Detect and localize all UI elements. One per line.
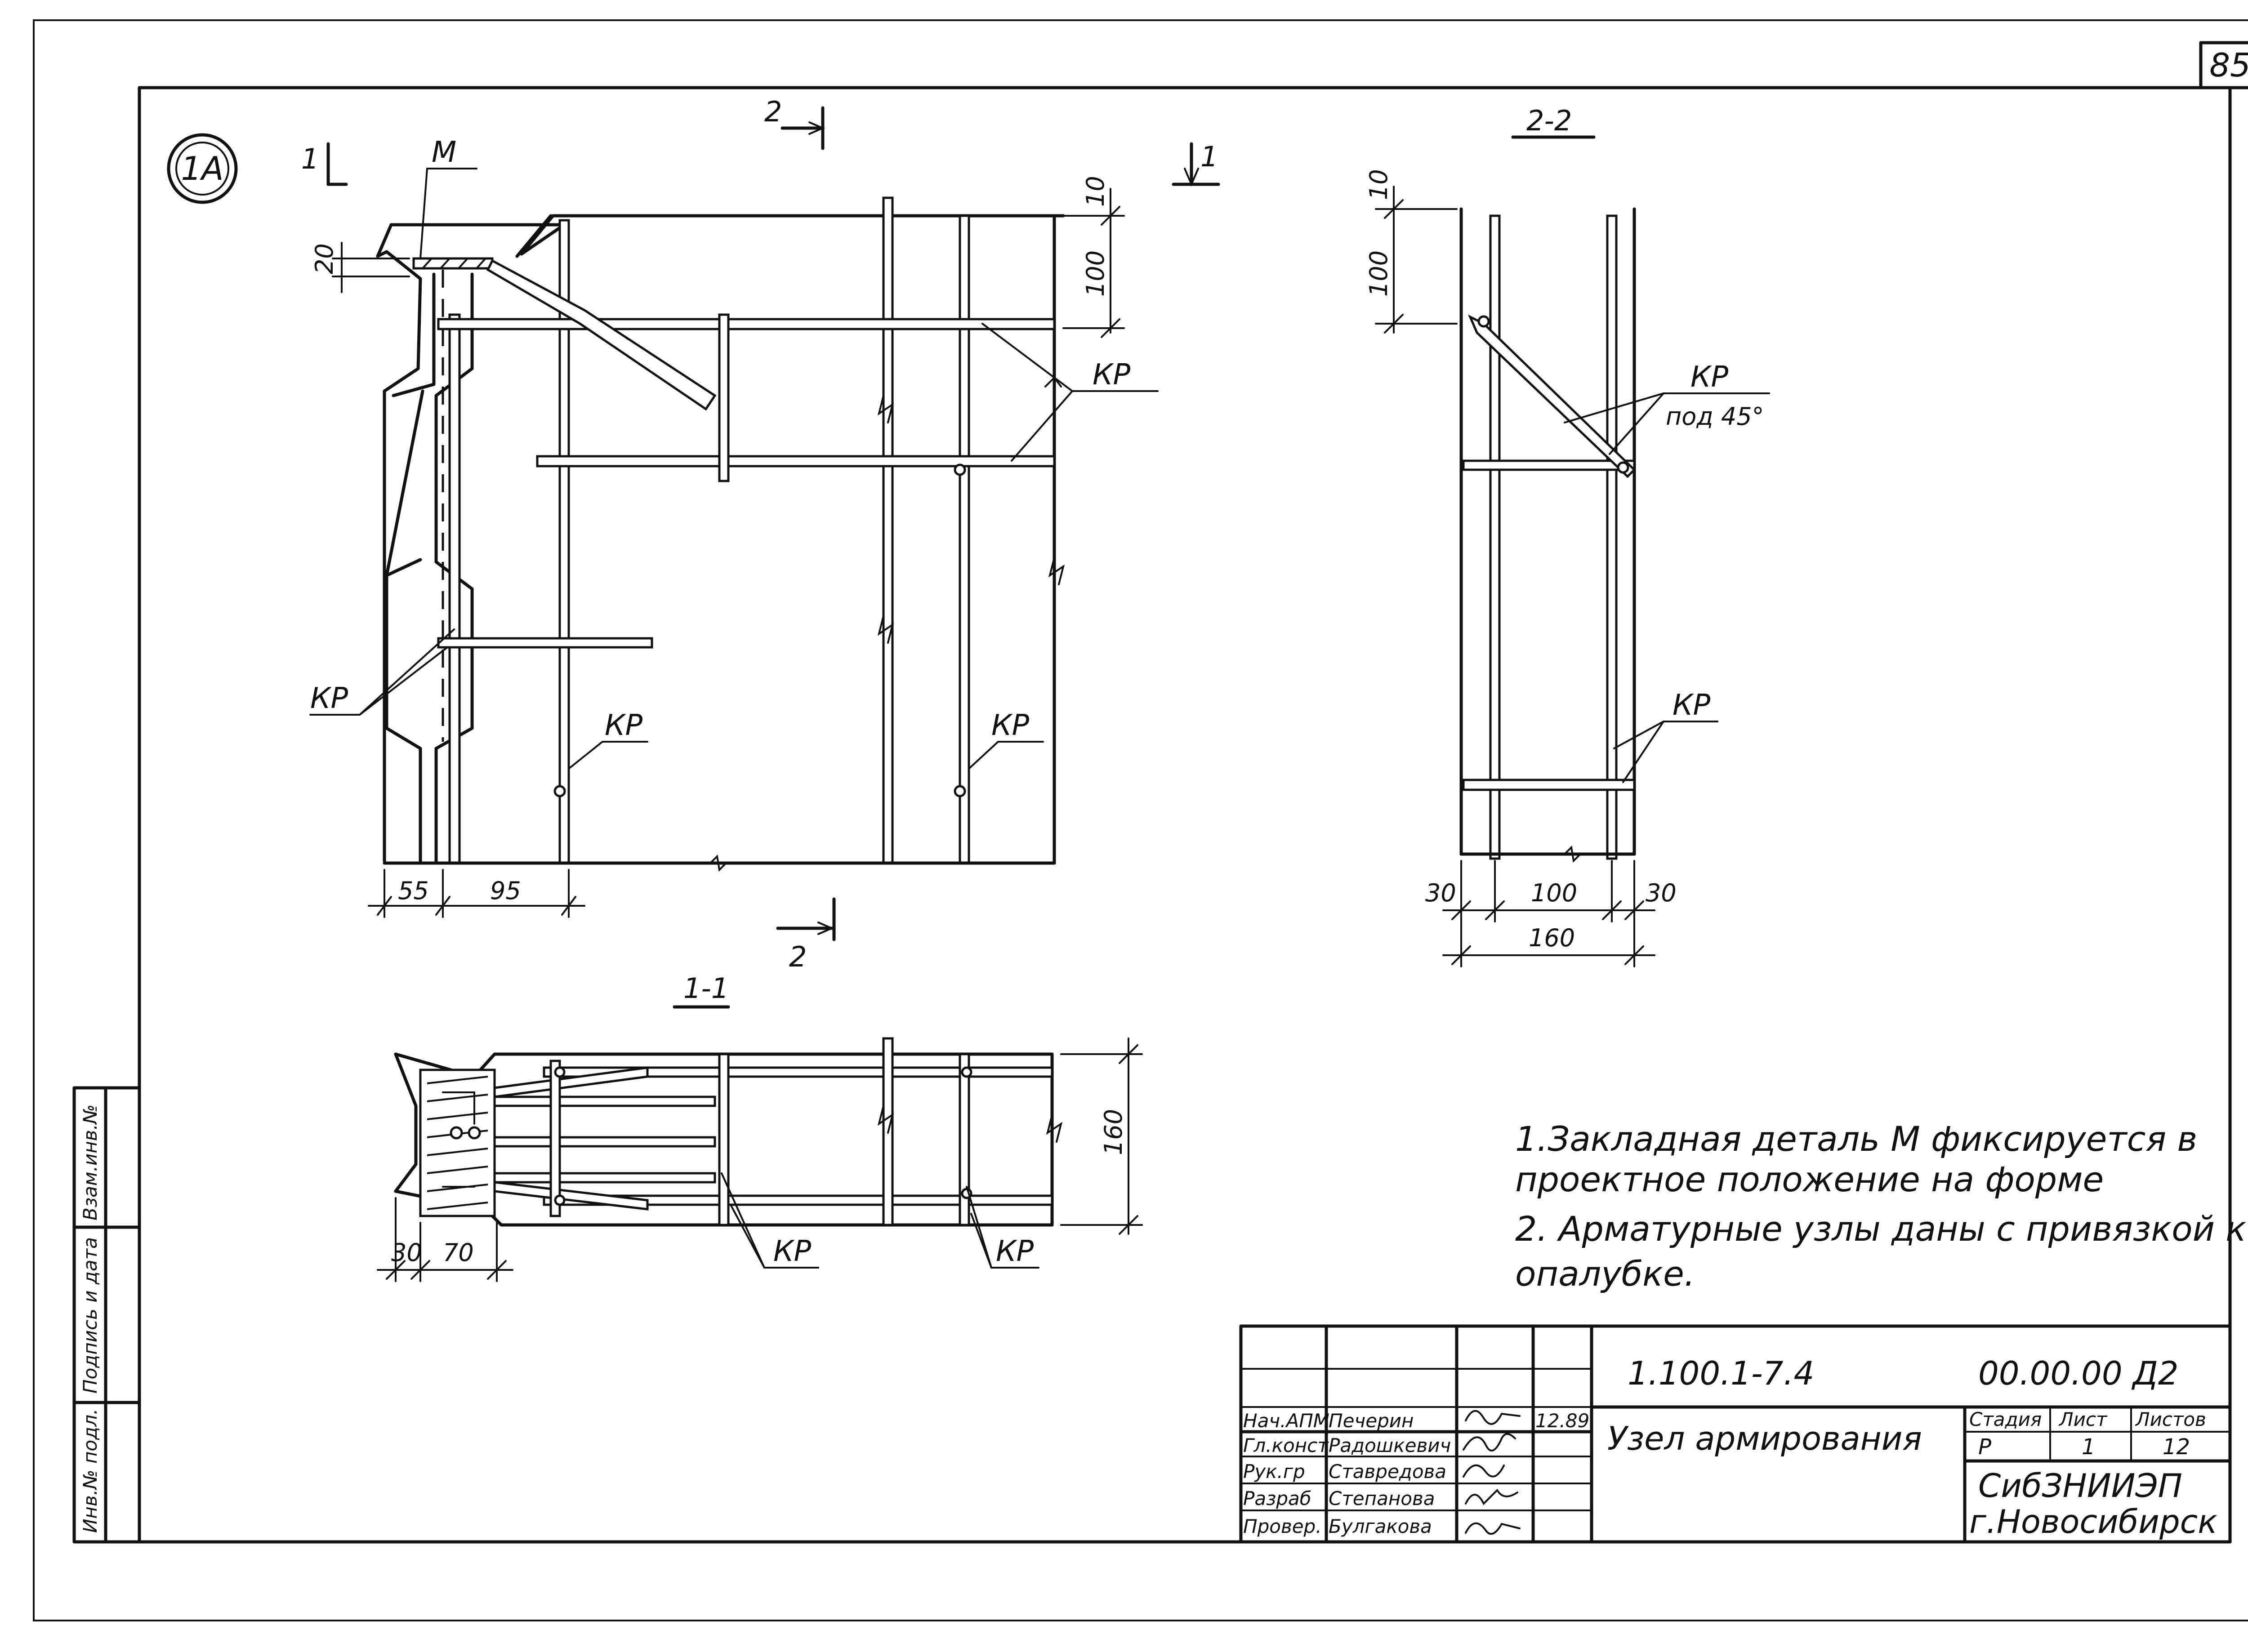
sheet-frame: 85 <box>33 19 2248 1621</box>
label-kr-s11-left: КР <box>773 1235 811 1268</box>
side-stamp-sign-date: Подпись и дата <box>79 1237 101 1394</box>
page-number: 85 <box>2209 46 2248 84</box>
main-hbar-3 <box>437 637 653 649</box>
tb-sheet-header: Лист <box>2058 1408 2108 1430</box>
tb-staff-role-3: Разраб <box>1243 1487 1311 1510</box>
s11-hbar-bottom <box>543 1194 1053 1206</box>
main-vbar-4 <box>959 214 970 864</box>
label-at-45: под 45° <box>1666 402 1764 431</box>
section-mark-2-bottom-text: 2 <box>789 940 807 973</box>
tb-org-line2: г.Новосибирск <box>1969 1503 2217 1541</box>
s11-hbar-4 <box>493 1172 716 1184</box>
label-kr-s11-right: КР <box>996 1235 1034 1268</box>
section-2-2-title: 2-2 <box>1526 104 1572 137</box>
tb-staff-name-2: Ставредова <box>1329 1461 1446 1483</box>
label-kr-main-bar4: КР <box>991 709 1029 742</box>
main-vbar-3 <box>882 196 894 864</box>
s11-hbar-2 <box>493 1095 716 1107</box>
tb-staff-role-4: Провер. <box>1243 1515 1322 1537</box>
tb-staff-date-0: 12.89 <box>1535 1410 1589 1432</box>
main-stub-bar <box>718 313 730 482</box>
side-stamp-vzam-inv: Взам.инв.№ <box>79 1104 101 1220</box>
tb-doc-number: 00.00.00 Д2 <box>1978 1354 2179 1392</box>
tb-staff-role-1: Гл.конст <box>1243 1434 1329 1456</box>
label-kr-main-bar2: КР <box>605 709 642 742</box>
note-line-3: 2. Арматурные узлы даны с привязкой к <box>1515 1209 2246 1249</box>
side-stamp-inv-podl: Инв.№ подл. <box>79 1409 101 1533</box>
tb-title: Узел армирования <box>1607 1420 1922 1457</box>
tb-doc-code: 1.100.1-7.4 <box>1628 1354 1814 1392</box>
tb-staff-role-0: Нач.АПМ <box>1243 1410 1329 1432</box>
main-hbar-2 <box>536 455 1056 468</box>
s22-hbar-1 <box>1462 459 1636 471</box>
note-line-1: 1.Закладная деталь М фиксируется в <box>1515 1119 2197 1159</box>
section-mark-1-right-text: 1 <box>1200 140 1218 173</box>
tb-staff-name-3: Степанова <box>1329 1487 1435 1510</box>
s22-vbar-left <box>1489 214 1501 860</box>
main-labels: М КР КР КР КР <box>309 136 1159 770</box>
section-marker-1-left: 1 <box>301 142 348 186</box>
tb-sheet: 1 <box>2082 1434 2096 1460</box>
tb-stage: Р <box>1978 1434 1991 1460</box>
main-elevation-view <box>376 196 1065 872</box>
section-mark-1-left-text: 1 <box>301 142 319 175</box>
s11-embedded-plate <box>419 1069 496 1217</box>
dim-s22-top-10: 10 <box>1365 169 1393 200</box>
dim-main-bottom-55: 55 <box>398 877 429 905</box>
section-mark-2-top-text: 2 <box>764 95 782 128</box>
tb-sheets-header: Листов <box>2135 1408 2206 1430</box>
section-marker-2-bottom: 2 <box>776 897 836 973</box>
dim-s22-bottom-30a: 30 <box>1425 879 1456 907</box>
tb-stage-header: Стадия <box>1969 1408 2042 1430</box>
s22-hbar-2 <box>1462 779 1636 791</box>
dim-main-bottom-95: 95 <box>490 877 521 905</box>
dim-s22-bottom-30b: 30 <box>1646 879 1677 907</box>
label-kr-main-right: КР <box>1093 358 1130 392</box>
section-1-1-title: 1-1 <box>683 972 729 1005</box>
dim-s22-bottom-100: 100 <box>1531 879 1577 907</box>
main-vbar-1 <box>448 313 461 864</box>
dim-main-top-10: 10 <box>1081 176 1110 207</box>
section-marker-2-top: 2 <box>764 95 825 150</box>
side-stamp: Инв.№ подл. Подпись и дата Взам.инв.№ <box>72 1086 141 1544</box>
tb-sheets: 12 <box>2163 1434 2190 1460</box>
tb-staff-name-1: Радошкевич <box>1329 1434 1451 1456</box>
node-mark: 1А <box>167 133 238 204</box>
main-hbar-1 <box>437 318 1056 330</box>
tb-org-line1: СибЗНИИЭП <box>1978 1467 2182 1505</box>
dim-main-top-100: 100 <box>1081 250 1110 297</box>
s11-hbar-top <box>543 1066 1053 1078</box>
section-2-2: 2-2 10 100 30 100 30 <box>1365 104 1770 967</box>
page-number-box <box>2199 41 2248 89</box>
dim-s22-bottom-160: 160 <box>1529 924 1575 952</box>
dim-main-left-20: 20 <box>310 243 339 274</box>
dim-s11-right-160: 160 <box>1099 1109 1128 1155</box>
note-line-4: опалубке. <box>1515 1254 1695 1294</box>
s11-hbar-3 <box>493 1136 716 1148</box>
label-kr-main-left: КР <box>310 682 348 715</box>
dim-s11-bottom-30: 30 <box>391 1238 422 1267</box>
main-inclined-bar <box>486 259 717 411</box>
main-dimensions: 10 100 20 55 95 <box>310 176 1125 918</box>
label-embedded-m: М <box>432 136 456 169</box>
s22-vbar-right <box>1606 214 1618 860</box>
label-kr-s22-bottom: КР <box>1673 689 1710 722</box>
label-kr-s22-top: КР <box>1690 361 1728 394</box>
section-marker-1-right: 1 <box>1172 140 1220 187</box>
dim-s22-top-100: 100 <box>1365 250 1393 297</box>
section-1-1: 1-1 <box>377 972 1143 1282</box>
tb-staff-name-0: Печерин <box>1329 1410 1414 1432</box>
note-line-2: проектное положение на форме <box>1515 1159 2104 1199</box>
signatures <box>1463 1410 1521 1535</box>
node-mark-text: 1А <box>181 150 223 187</box>
title-block: 1.100.1-7.4 00.00.00 Д2 Узел армирования… <box>1239 1324 2232 1544</box>
dim-s11-bottom-70: 70 <box>443 1238 474 1267</box>
tb-staff-name-4: Булгакова <box>1329 1515 1432 1537</box>
tb-staff-role-2: Рук.гр <box>1243 1461 1305 1483</box>
notes: 1.Закладная деталь М фиксируется в проек… <box>1515 1119 2246 1294</box>
